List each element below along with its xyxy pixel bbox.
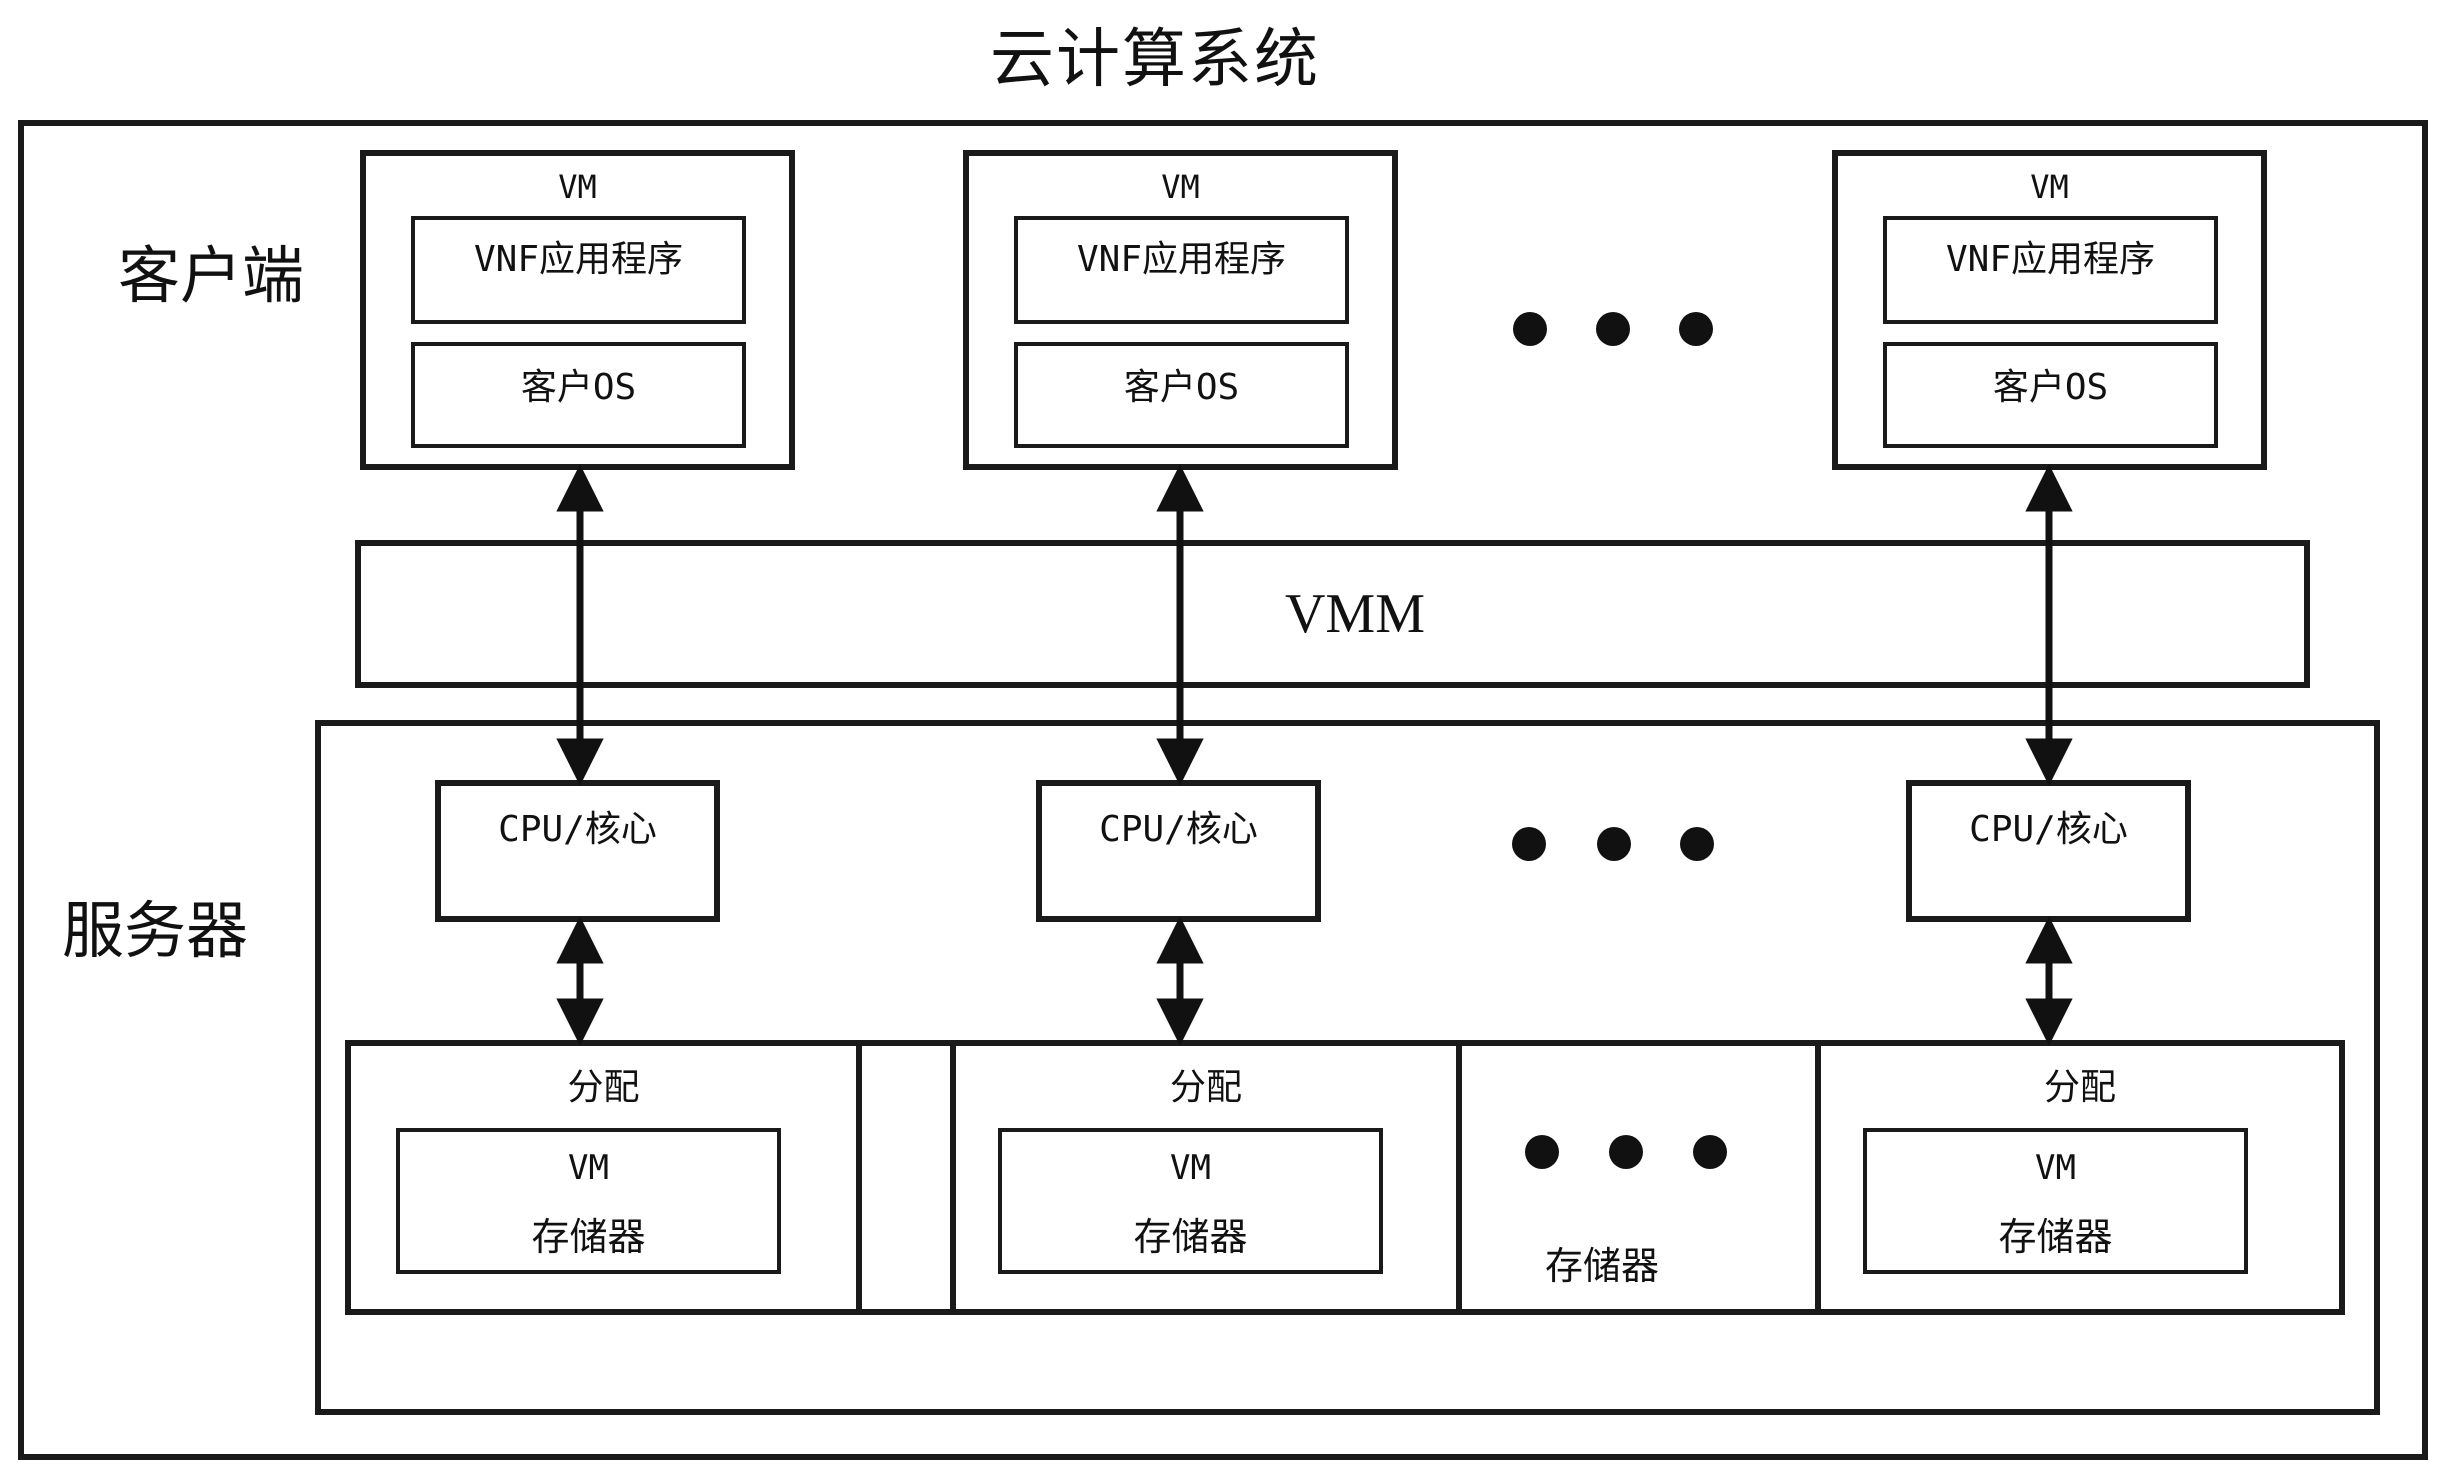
vm-storage-box: VM 存储器 (998, 1128, 1383, 1274)
ellipsis-dot (1525, 1135, 1559, 1169)
arrowhead-up-icon (2025, 464, 2073, 512)
guest-os-label: 客户OS (1123, 367, 1240, 408)
cpu-label: CPU/核心 (498, 809, 657, 850)
arrowhead-down-icon (2025, 998, 2073, 1046)
arrowhead-up-icon (2025, 916, 2073, 964)
arrowhead-up-icon (1156, 464, 1204, 512)
guest-os-label: 客户OS (520, 367, 637, 408)
cpu-box-1: CPU/核心 (435, 780, 720, 922)
diagram-title: 云计算系统 (990, 23, 1320, 97)
server-label: 服务器 (62, 894, 249, 967)
allocation-label: 分配 (567, 1067, 640, 1108)
vnf-app-box: VNF应用程序 (1883, 216, 2218, 324)
vm-storage-label: 存储器 (1998, 1215, 2113, 1259)
client-label: 客户端 (118, 239, 305, 312)
ellipsis-dot (1679, 312, 1713, 346)
ellipsis-dot (1596, 312, 1630, 346)
ellipsis-dot (1693, 1135, 1727, 1169)
ellipsis-dot (1609, 1135, 1643, 1169)
guest-os-box: 客户OS (1883, 342, 2218, 448)
vm-storage-label: 存储器 (1133, 1215, 1248, 1259)
arrowhead-down-icon (2025, 738, 2073, 786)
allocation-box-2: 分配 VM 存储器 (950, 1040, 1462, 1315)
vmm-bar: VMM (355, 540, 2310, 688)
vm-label: VM (558, 168, 597, 206)
vm-storage-vm-label: VM (1170, 1148, 1211, 1188)
arrowhead-down-icon (1156, 998, 1204, 1046)
ellipsis-dot (1512, 827, 1546, 861)
guest-os-label: 客户OS (1992, 367, 2109, 408)
vnf-app-label: VNF应用程序 (1945, 239, 2156, 280)
vm-label: VM (1161, 168, 1200, 206)
arrowhead-down-icon (1156, 738, 1204, 786)
allocation-label: 分配 (2043, 1067, 2116, 1108)
ellipsis-dot (1513, 312, 1547, 346)
vnf-app-box: VNF应用程序 (1014, 216, 1349, 324)
guest-os-box: 客户OS (1014, 342, 1349, 448)
vm-storage-box: VM 存储器 (396, 1128, 781, 1274)
vm-storage-label: 存储器 (531, 1215, 646, 1259)
vm-box-2: VM VNF应用程序 客户OS (963, 150, 1398, 470)
vm-storage-vm-label: VM (568, 1148, 609, 1188)
extra-storage-label: 存储器 (1545, 1244, 1660, 1288)
allocation-box-1: 分配 VM 存储器 (345, 1040, 862, 1315)
cpu-box-2: CPU/核心 (1036, 780, 1321, 922)
arrowhead-down-icon (556, 998, 604, 1046)
arrowhead-up-icon (556, 916, 604, 964)
allocation-label: 分配 (1169, 1067, 1242, 1108)
vnf-app-box: VNF应用程序 (411, 216, 746, 324)
vm-storage-box: VM 存储器 (1863, 1128, 2248, 1274)
vnf-app-label: VNF应用程序 (1076, 239, 1287, 280)
cpu-label: CPU/核心 (1099, 809, 1258, 850)
vm-label: VM (2030, 168, 2069, 206)
vm-box-3: VM VNF应用程序 客户OS (1832, 150, 2267, 470)
arrowhead-up-icon (1156, 916, 1204, 964)
vm-box-1: VM VNF应用程序 客户OS (360, 150, 795, 470)
ellipsis-dot (1680, 827, 1714, 861)
arrowhead-up-icon (556, 464, 604, 512)
guest-os-box: 客户OS (411, 342, 746, 448)
vm-storage-vm-label: VM (2035, 1148, 2076, 1188)
vmm-label: VMM (1284, 583, 1426, 645)
cpu-label: CPU/核心 (1969, 809, 2128, 850)
vnf-app-label: VNF应用程序 (473, 239, 684, 280)
ellipsis-dot (1597, 827, 1631, 861)
allocation-box-3: 分配 VM 存储器 (1815, 1040, 2345, 1315)
arrowhead-down-icon (556, 738, 604, 786)
